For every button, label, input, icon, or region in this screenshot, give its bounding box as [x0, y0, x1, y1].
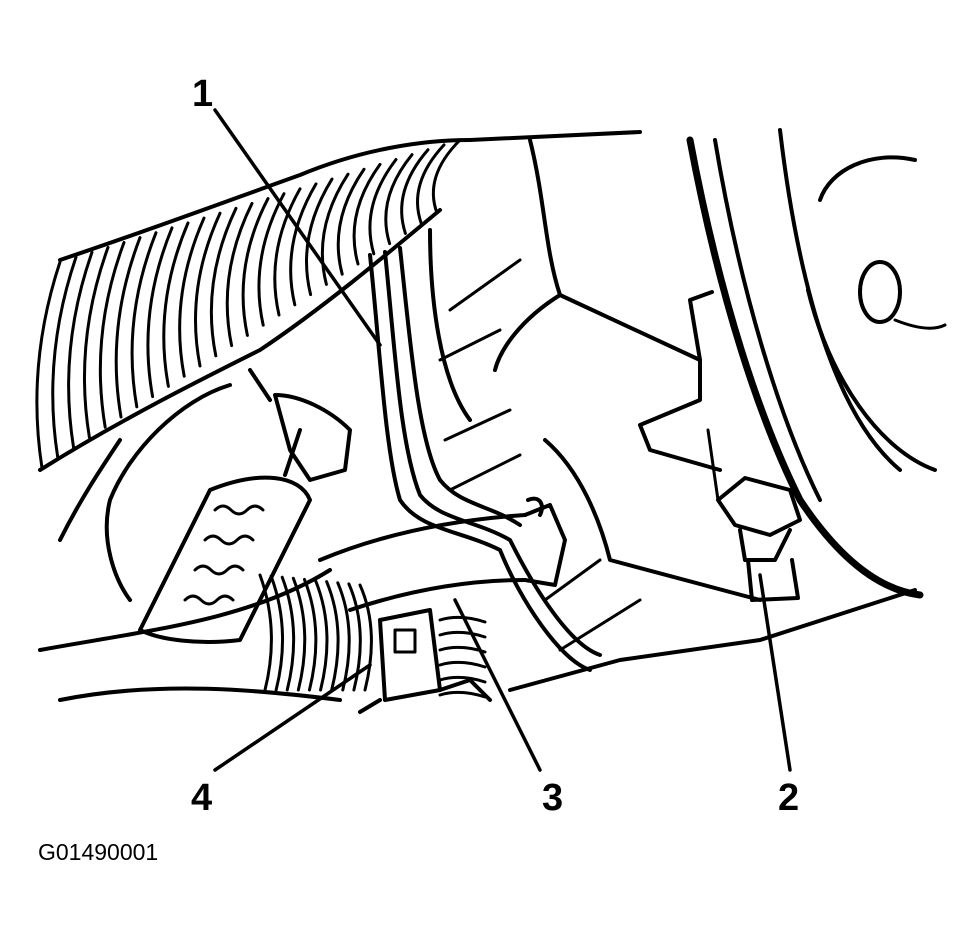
hydraulic-line [368, 246, 602, 672]
leader-line-3 [453, 598, 542, 772]
hose-rib [35, 260, 62, 470]
hose-rib [314, 579, 329, 692]
pulley-drum [686, 128, 947, 599]
lower-corrugated-hose [38, 568, 492, 714]
clamped-hose [58, 368, 352, 644]
hose-rib [438, 675, 487, 684]
hose-rib [416, 143, 446, 225]
hose-rib [302, 577, 318, 692]
hose-rib [347, 582, 362, 692]
hose-rib [431, 138, 462, 215]
callout-4: 4 [191, 777, 212, 819]
hose-rib [400, 148, 430, 235]
leader-line-2 [758, 573, 792, 772]
hose-rib [336, 581, 351, 692]
return-hose [318, 496, 567, 612]
hose-rib [194, 211, 222, 368]
hose-rib [289, 182, 318, 307]
hose-rib [384, 153, 414, 246]
hose-rib [336, 167, 366, 276]
hose-rib [269, 574, 285, 692]
leader-line-4 [213, 663, 372, 772]
callout-3: 3 [542, 777, 563, 819]
hose-rib [51, 255, 78, 460]
hose-rib [438, 630, 487, 639]
valve-body-housing [428, 130, 917, 692]
hose-rib [358, 583, 373, 692]
hose-rib [98, 240, 126, 429]
corrugated-hose-upper [35, 138, 472, 472]
hose-rib [257, 192, 286, 327]
hose-rib [83, 245, 110, 439]
pressure-sensor-fitting [706, 428, 802, 602]
hose-rib [258, 573, 273, 692]
hose-rib [162, 221, 190, 388]
hose-rib [241, 197, 270, 337]
hose-rib [67, 250, 94, 450]
hose-rib [368, 158, 398, 256]
figure-id-label: G01490001 [38, 839, 158, 865]
hose-rib [130, 231, 158, 409]
hose-rib [325, 580, 340, 692]
hose-rib [225, 201, 254, 348]
hose-rib [178, 216, 206, 378]
callout-2: 2 [778, 777, 799, 819]
hose-rib [146, 226, 174, 399]
hose-rib [280, 575, 296, 692]
hose-rib [320, 172, 350, 286]
leader-line-1 [213, 108, 382, 347]
callout-1: 1 [192, 73, 213, 115]
hose-rib [273, 187, 302, 317]
hose-rib [114, 236, 142, 419]
hose-rib [352, 162, 382, 266]
hose-rib [438, 690, 487, 699]
hose-rib [305, 177, 334, 297]
hose-rib [209, 206, 238, 358]
hose-rib [438, 615, 487, 624]
leader-lines [213, 108, 792, 772]
hose-rib [438, 660, 487, 669]
hose-rib [291, 576, 307, 692]
